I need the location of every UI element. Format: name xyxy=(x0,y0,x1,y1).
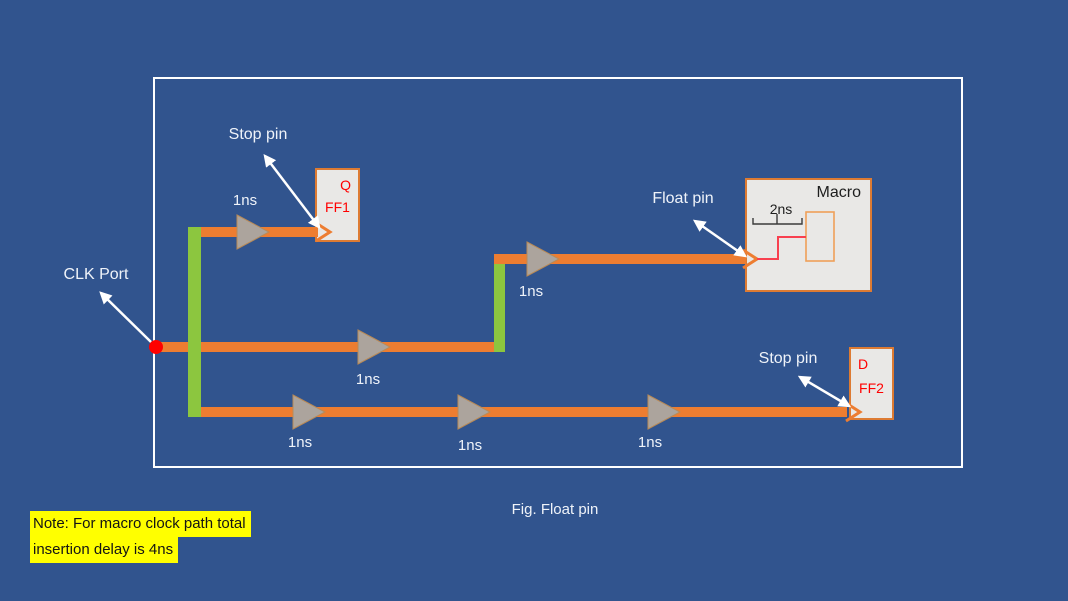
ff1-stop-pin-label: Stop pin xyxy=(228,126,288,143)
macro-box: Macro 2ns xyxy=(745,178,872,292)
ff1-q-pin-label: Q xyxy=(340,177,351,193)
delay-label-ff2-branch-1: 1ns xyxy=(287,434,313,451)
ff2-stop-pin-label: Stop pin xyxy=(758,350,818,367)
delay-label-ff2-branch-2: 1ns xyxy=(457,437,483,454)
note-line-1: Note: For macro clock path total xyxy=(30,511,251,537)
clk-port-label: CLK Port xyxy=(63,266,129,283)
note-line-2: insertion delay is 4ns xyxy=(30,537,179,563)
diagram-frame xyxy=(153,77,963,468)
macro-internal-delay: 2ns xyxy=(769,201,793,217)
float-pin-label: Float pin xyxy=(652,190,714,207)
delay-label-trunk: 1ns xyxy=(355,371,381,388)
clk-port-pointer-arrow xyxy=(99,291,152,343)
delay-label-ff2-branch-3: 1ns xyxy=(637,434,663,451)
ff2-box: D FF2 xyxy=(849,347,894,420)
macro-title: Macro xyxy=(816,184,861,201)
ff2-name: FF2 xyxy=(859,380,884,396)
ff1-name: FF1 xyxy=(325,199,350,215)
ff1-box: Q FF1 xyxy=(315,168,360,242)
ff2-d-pin-label: D xyxy=(858,356,869,372)
note-block: Note: For macro clock path total inserti… xyxy=(30,511,251,563)
figure-caption: Fig. Float pin xyxy=(511,501,599,518)
delay-label-ff1-branch: 1ns xyxy=(232,192,258,209)
delay-label-macro-branch: 1ns xyxy=(518,283,544,300)
